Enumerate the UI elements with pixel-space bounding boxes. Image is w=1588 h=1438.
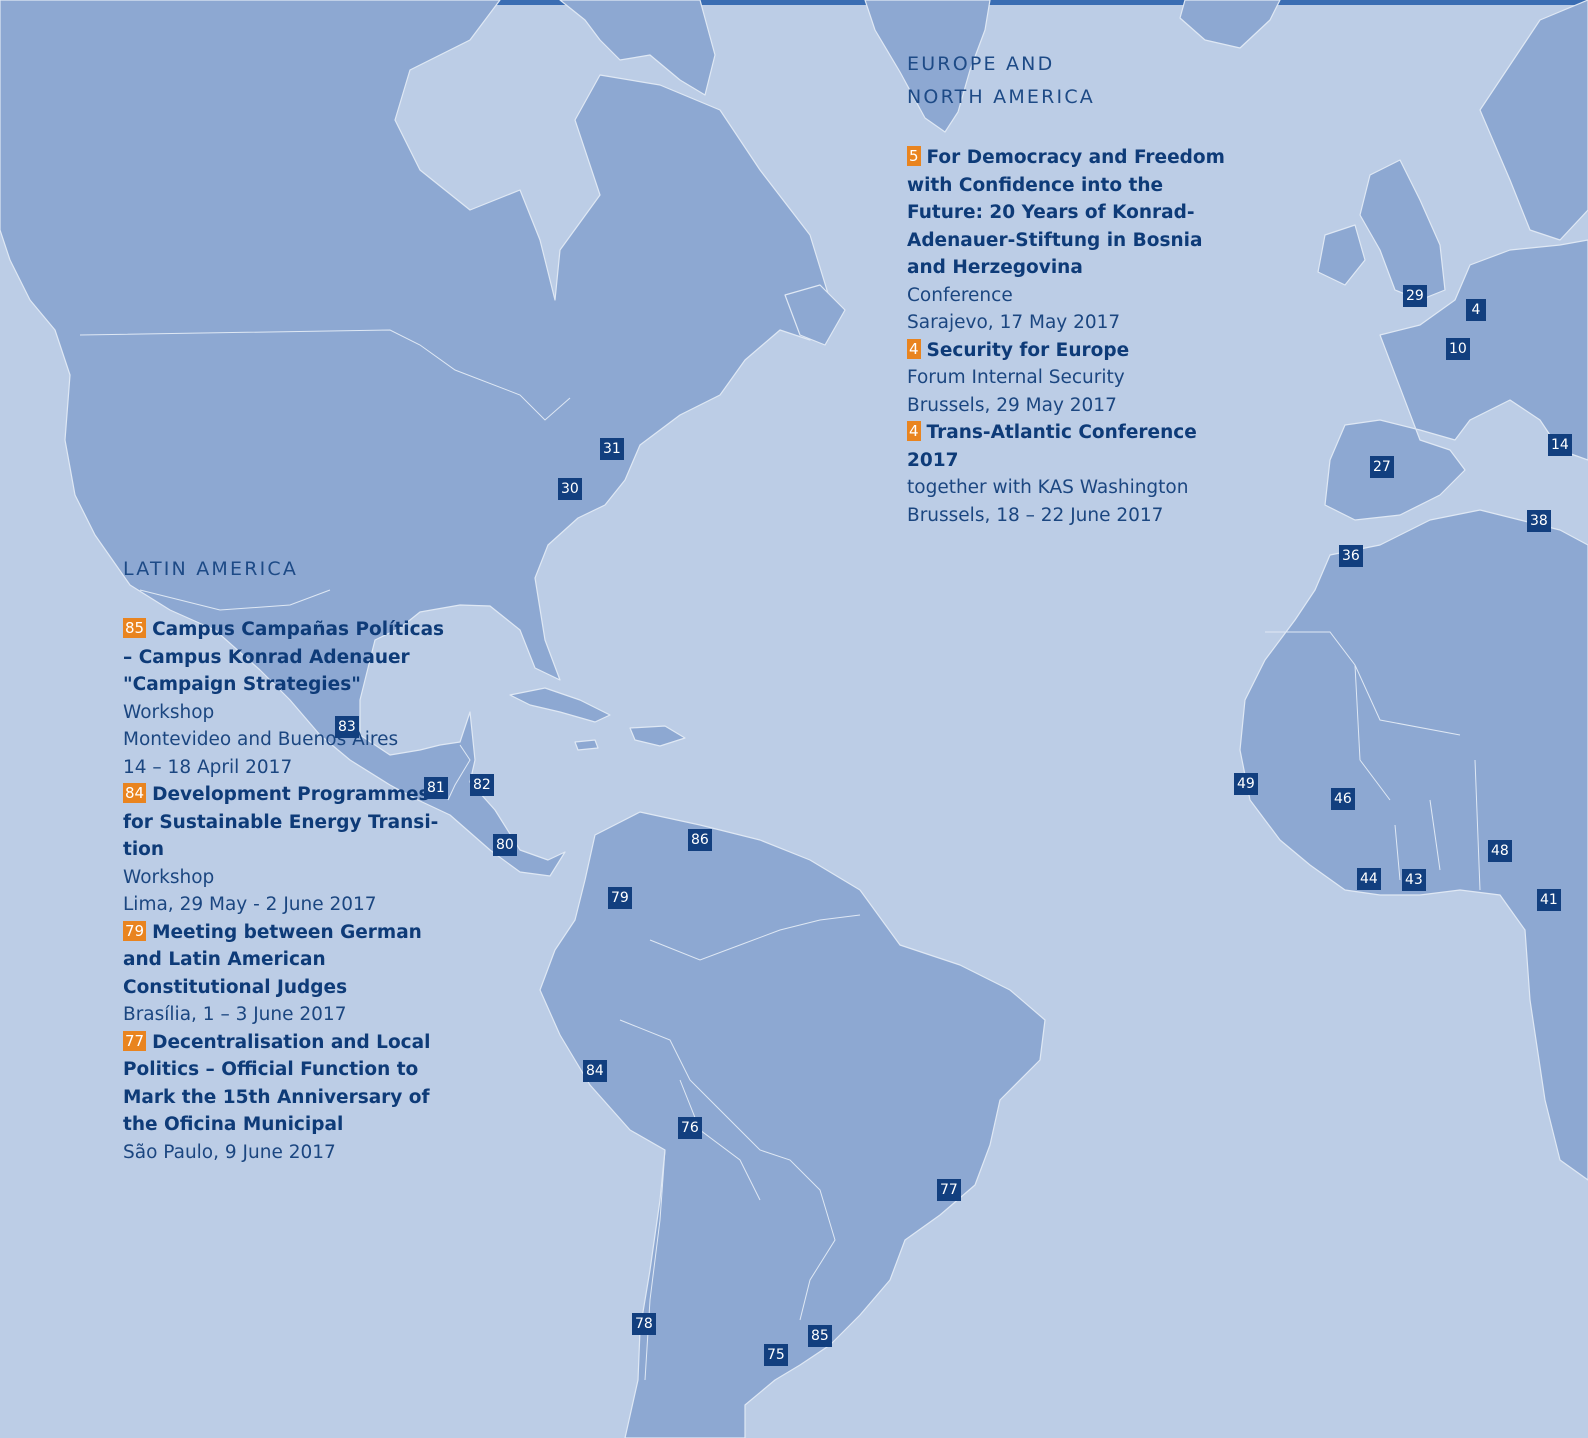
map-marker[interactable]: 27 [1370,456,1394,478]
event-detail: Lima, 29 May - 2 June 2017 [123,894,377,915]
event-number-badge: 85 [123,618,147,638]
event-title-text: For Democracy and Freedom with Confidenc… [907,147,1225,278]
map-marker[interactable]: 10 [1446,338,1470,360]
map-marker[interactable]: 76 [678,1117,702,1139]
map-marker[interactable]: 49 [1234,773,1258,795]
event-detail: Forum Internal Security [907,367,1125,388]
event-detail: São Paulo, 9 June 2017 [123,1141,336,1163]
event-detail: 14 – 18 April 2017 [123,756,293,778]
event-number-badge: 84 [123,783,147,803]
map-marker[interactable]: 84 [583,1060,607,1082]
map-marker[interactable]: 78 [632,1313,656,1335]
event-number-badge: 77 [123,1030,147,1051]
map-marker[interactable]: 75 [764,1344,788,1366]
event-detail: together with KAS Washington [907,477,1189,498]
hispaniola [629,725,686,747]
event-detail: Brussels, 29 May 2017 [907,394,1117,416]
map-marker[interactable]: 82 [470,774,494,796]
event-title-text: Meeting between German and Latin America… [123,921,422,998]
event-title-text: Security for Europe [926,339,1130,361]
africa [1239,509,1588,1181]
event-title-text: Development Programmes for Sustainable E… [123,784,439,860]
event-title-text: Trans-Atlantic Conference 2017 [907,422,1197,471]
map-marker[interactable]: 43 [1402,869,1426,891]
top-accent-bar [0,0,1588,5]
arctic-islands [559,0,716,96]
event-number-badge: 79 [123,920,147,941]
map-marker[interactable]: 38 [1527,510,1551,532]
map-marker[interactable]: 83 [335,716,359,738]
ireland [1317,224,1366,286]
map-marker[interactable]: 85 [808,1325,832,1347]
jamaica [574,739,599,751]
greenland [864,0,991,133]
event-detail: Conference [907,284,1013,306]
map-marker[interactable]: 77 [937,1179,961,1201]
event-number-badge: 4 [907,338,921,359]
newfoundland [784,284,846,346]
region-title: EUROPE AND NORTH AMERICA [907,53,1095,108]
map-marker[interactable]: 30 [558,478,582,500]
event-number-badge: 4 [907,421,921,441]
region-title: LATIN AMERICA [123,558,299,580]
event-detail: Brasília, 1 – 3 June 2017 [123,1004,347,1025]
map-marker[interactable]: 86 [688,829,712,851]
cuba [509,687,611,723]
continental-europe [1324,239,1588,521]
event-title-text: Campus Campañas Políticas – Campus Konra… [123,619,445,695]
event-detail: Workshop [123,866,215,888]
event-detail: Brussels, 18 – 22 June 2017 [907,504,1164,526]
map-marker[interactable]: 81 [424,777,448,799]
event-title-text: Decentralisation and Local Politics – Of… [123,1031,431,1136]
map-marker[interactable]: 46 [1331,788,1355,810]
event-detail: Sarajevo, 17 May 2017 [907,312,1121,333]
map-marker[interactable]: 44 [1357,868,1381,890]
event-detail: Workshop [123,701,215,723]
map-marker[interactable]: 41 [1537,889,1561,911]
map-marker[interactable]: 79 [608,887,632,909]
map-marker[interactable]: 14 [1548,434,1572,456]
event-number-badge: 5 [907,146,921,166]
map-marker[interactable]: 36 [1339,545,1363,567]
scandinavia [1479,0,1588,241]
map-marker[interactable]: 29 [1403,285,1427,307]
great-britain [1359,159,1446,301]
map-marker[interactable]: 31 [600,438,624,460]
map-marker[interactable]: 80 [493,834,517,856]
event-detail: Montevideo and Buenos Aires [123,729,399,750]
iceland [1179,0,1281,49]
map-marker[interactable]: 4 [1466,299,1486,321]
map-marker[interactable]: 48 [1488,840,1512,862]
north-america [0,0,831,877]
